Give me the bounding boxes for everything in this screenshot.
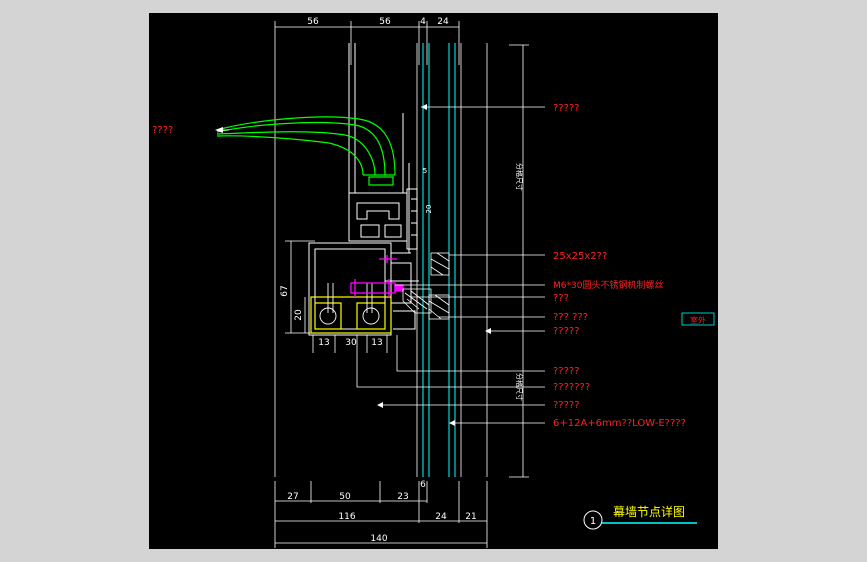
steel-bracket [308, 242, 419, 336]
dim-top-3: 4 [420, 17, 426, 27]
annotation-5: ??? ??? [553, 312, 588, 323]
aluminium-frame [348, 188, 418, 250]
dim-under-13b: 13 [371, 338, 382, 348]
annotation-3: M6*30圆头不锈钢机制螺丝 [553, 279, 663, 291]
title-text: 幕墙节点详图 [613, 504, 685, 519]
dim-top-4: 24 [437, 17, 449, 27]
dim-under-13a: 13 [318, 338, 329, 348]
dim-top-1: 56 [307, 17, 319, 27]
steel-base-plate [310, 296, 392, 334]
annotations: ???? ????? 25x25x2?? M6*30圆头不锈钢机制螺丝 ??? … [152, 103, 686, 429]
leader-lines [217, 106, 545, 424]
annotation-9: ????? [553, 400, 580, 411]
side-label: 室外 [690, 315, 706, 325]
dim-top-2: 56 [379, 17, 391, 27]
dim-bottom-21: 21 [465, 512, 476, 522]
annotation-7: ????? [553, 366, 580, 377]
dim-small-5: 5 [423, 167, 427, 175]
annotation-handle: ???? [152, 125, 173, 136]
vertical-label-2: 分格尺寸 [515, 373, 524, 401]
annotation-4: ??? [553, 293, 569, 304]
title-number: 1 [590, 516, 596, 527]
dim-bottom-23: 23 [397, 492, 408, 502]
annotation-8: ??????? [553, 382, 590, 393]
side-label-box: 室外 [681, 312, 715, 326]
bottom-dimensions: 6 27 50 23 116 24 21 140 [287, 480, 476, 544]
dim-left-67: 67 [280, 285, 290, 296]
dim-bottom-24: 24 [435, 512, 447, 522]
vertical-label-1: 分格尺寸 [515, 163, 524, 191]
handle-profile [216, 116, 396, 186]
title-block: 1 幕墙节点详图 [583, 504, 697, 530]
dim-bottom-140: 140 [370, 534, 387, 544]
dim-bottom-116: 116 [338, 512, 355, 522]
glass-panel [422, 43, 456, 477]
left-dimensions: 67 20 13 30 13 5 20 [280, 167, 433, 348]
dim-left-20: 20 [294, 309, 304, 321]
annotation-10: 6+12A+6mm??LOW-E???? [553, 418, 686, 429]
mullion [348, 43, 410, 253]
dim-bottom-50: 50 [339, 492, 351, 502]
annotation-2: 25x25x2?? [553, 251, 607, 262]
vertical-labels: 分格尺寸 分格尺寸 [515, 163, 524, 401]
extension-lines [274, 21, 529, 548]
dim-small-20: 20 [425, 205, 433, 214]
curtain-wall-detail-drawing: 56 56 4 24 6 27 50 23 116 24 21 140 67 2… [152, 17, 715, 548]
dim-bottom-6: 6 [420, 480, 426, 490]
dim-under-30: 30 [345, 338, 357, 348]
drawing-canvas[interactable]: 56 56 4 24 6 27 50 23 116 24 21 140 67 2… [149, 13, 718, 549]
annotation-1: ????? [553, 103, 580, 114]
bolt [350, 255, 404, 297]
silicone-sealant [402, 252, 450, 320]
top-dimensions: 56 56 4 24 [307, 17, 449, 27]
dim-bottom-27: 27 [287, 492, 298, 502]
annotation-6: ????? [553, 326, 580, 337]
